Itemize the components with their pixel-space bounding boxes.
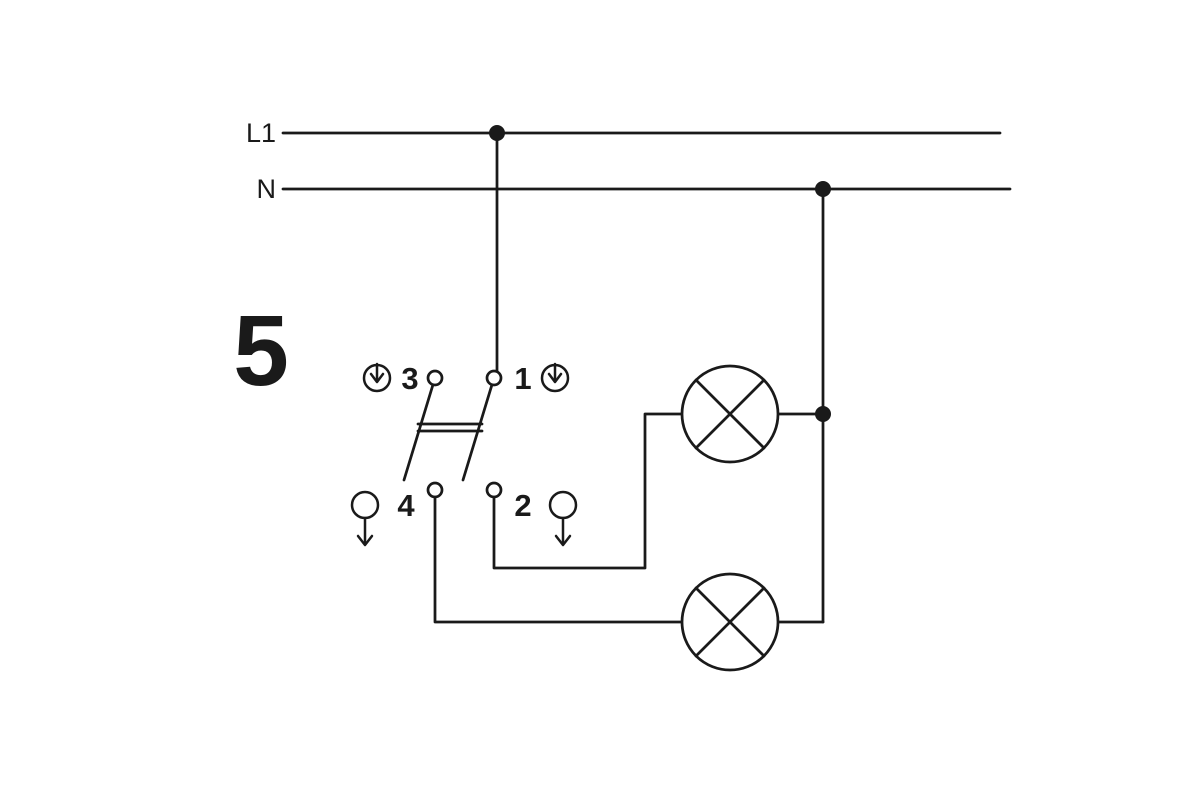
n-label: N bbox=[257, 174, 277, 204]
junction-dots bbox=[489, 125, 831, 422]
down-arrow-from-circle-icon bbox=[350, 490, 380, 547]
terminal-2-label: 2 bbox=[514, 488, 531, 523]
terminal-1-label: 1 bbox=[514, 361, 531, 396]
terminal2-to-lamp1-wire bbox=[492, 412, 684, 570]
terminal4-to-lamp2-wire bbox=[433, 488, 684, 624]
junction-dot-l1 bbox=[489, 125, 505, 141]
switch-blade-left bbox=[402, 376, 437, 482]
diagram-number: 5 bbox=[233, 295, 289, 407]
load-wires bbox=[433, 412, 825, 624]
switch-terminal-2 bbox=[485, 481, 503, 499]
lamp-1-cross-icon bbox=[694, 378, 766, 450]
junction-dot-lamp1-n bbox=[815, 406, 831, 422]
switch-terminal-1 bbox=[485, 369, 503, 387]
lamp-2-cross-icon bbox=[694, 586, 766, 658]
terminal-3-label: 3 bbox=[401, 361, 418, 396]
switch-terminal-3 bbox=[426, 369, 444, 387]
switch-terminal-4 bbox=[426, 481, 444, 499]
terminal-4-label: 4 bbox=[397, 488, 415, 523]
down-arrow-from-circle-icon bbox=[548, 490, 578, 547]
down-arrow-in-circle-icon bbox=[362, 362, 392, 393]
feed-wires bbox=[495, 131, 825, 624]
lamp-2 bbox=[680, 572, 780, 672]
junction-dot-n bbox=[815, 181, 831, 197]
arrow-icons bbox=[350, 362, 578, 547]
down-arrow-in-circle-icon bbox=[540, 362, 570, 393]
series-switch: 3 1 4 2 bbox=[397, 361, 531, 523]
lamp-1 bbox=[680, 364, 780, 464]
power-rails: L1 N bbox=[246, 118, 1012, 204]
switch-blade-right bbox=[461, 376, 496, 482]
l1-label: L1 bbox=[246, 118, 276, 148]
